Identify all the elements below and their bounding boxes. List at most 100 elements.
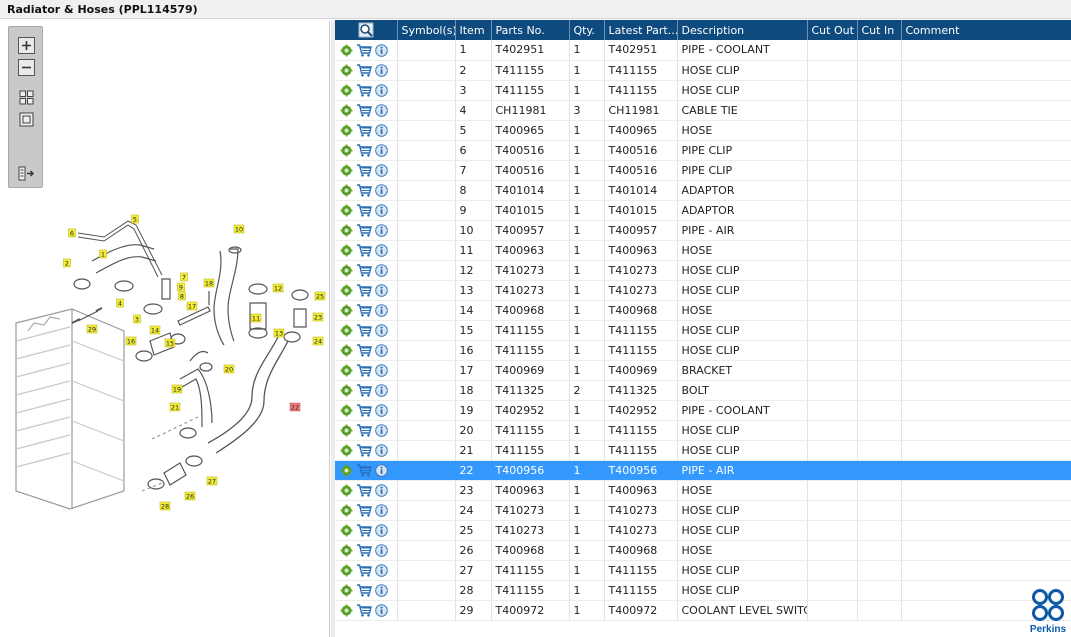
cart-icon[interactable] xyxy=(356,544,372,557)
info-icon[interactable] xyxy=(375,563,388,577)
info-icon[interactable] xyxy=(375,223,388,237)
info-icon[interactable] xyxy=(375,423,388,437)
callout-22[interactable]: 22 xyxy=(289,402,301,412)
details-icon[interactable] xyxy=(340,564,353,577)
details-icon[interactable] xyxy=(340,364,353,377)
info-icon[interactable] xyxy=(375,323,388,337)
details-icon[interactable] xyxy=(340,484,353,497)
details-icon[interactable] xyxy=(340,404,353,417)
callout-27[interactable]: 27 xyxy=(206,476,218,486)
details-icon[interactable] xyxy=(340,144,353,157)
callout-16[interactable]: 16 xyxy=(125,336,137,346)
callout-15[interactable]: 15 xyxy=(164,338,176,348)
cart-icon[interactable] xyxy=(356,284,372,297)
callout-26[interactable]: 26 xyxy=(184,491,196,501)
column-symbols[interactable]: Symbol(s) xyxy=(397,20,456,40)
callout-3[interactable]: 3 xyxy=(133,314,141,324)
callout-18[interactable]: 18 xyxy=(203,278,215,288)
column-qty[interactable]: Qty. xyxy=(569,20,605,40)
info-icon[interactable] xyxy=(375,443,388,457)
column-cut-out[interactable]: Cut Out xyxy=(807,20,858,40)
info-icon[interactable] xyxy=(375,143,388,157)
callout-7[interactable]: 7 xyxy=(180,272,188,282)
callout-24[interactable]: 24 xyxy=(312,336,324,346)
panel-splitter[interactable] xyxy=(331,21,335,637)
callout-28[interactable]: 28 xyxy=(159,501,171,511)
info-icon[interactable] xyxy=(375,523,388,537)
cart-icon[interactable] xyxy=(356,604,372,617)
callout-6[interactable]: 6 xyxy=(68,228,76,238)
cart-icon[interactable] xyxy=(356,464,372,477)
cart-icon[interactable] xyxy=(356,364,372,377)
details-icon[interactable] xyxy=(340,264,353,277)
info-icon[interactable] xyxy=(375,83,388,97)
cart-icon[interactable] xyxy=(356,264,372,277)
info-icon[interactable] xyxy=(375,123,388,137)
cart-icon[interactable] xyxy=(356,84,372,97)
cart-icon[interactable] xyxy=(356,524,372,537)
info-icon[interactable] xyxy=(375,303,388,317)
details-icon[interactable] xyxy=(340,384,353,397)
cart-icon[interactable] xyxy=(356,404,372,417)
info-icon[interactable] xyxy=(375,103,388,117)
toggle-panel-button[interactable] xyxy=(17,164,36,183)
info-icon[interactable] xyxy=(375,483,388,497)
details-icon[interactable] xyxy=(340,84,353,97)
column-cut-in[interactable]: Cut In xyxy=(857,20,902,40)
cart-icon[interactable] xyxy=(356,504,372,517)
details-icon[interactable] xyxy=(340,304,353,317)
cart-icon[interactable] xyxy=(356,244,372,257)
details-icon[interactable] xyxy=(340,204,353,217)
info-icon[interactable] xyxy=(375,43,388,57)
column-description[interactable]: Description xyxy=(677,20,808,40)
zoom-in-button[interactable] xyxy=(17,36,36,55)
callout-4[interactable]: 4 xyxy=(116,298,124,308)
fit-window-button[interactable] xyxy=(17,110,36,129)
cart-icon[interactable] xyxy=(356,124,372,137)
callout-29[interactable]: 29 xyxy=(86,324,98,334)
details-icon[interactable] xyxy=(340,284,353,297)
info-icon[interactable] xyxy=(375,463,388,477)
callout-21[interactable]: 21 xyxy=(169,402,181,412)
cart-icon[interactable] xyxy=(356,164,372,177)
column-parts-no[interactable]: Parts No. xyxy=(491,20,570,40)
details-icon[interactable] xyxy=(340,424,353,437)
callout-5[interactable]: 5 xyxy=(131,214,139,224)
details-icon[interactable] xyxy=(340,164,353,177)
info-icon[interactable] xyxy=(375,503,388,517)
cart-icon[interactable] xyxy=(356,184,372,197)
details-icon[interactable] xyxy=(340,104,353,117)
cart-icon[interactable] xyxy=(356,384,372,397)
callout-13[interactable]: 13 xyxy=(273,328,285,338)
info-icon[interactable] xyxy=(375,243,388,257)
zoom-out-button[interactable] xyxy=(17,58,36,77)
info-icon[interactable] xyxy=(375,603,388,617)
details-icon[interactable] xyxy=(340,244,353,257)
cart-icon[interactable] xyxy=(356,64,372,77)
cart-icon[interactable] xyxy=(356,444,372,457)
info-icon[interactable] xyxy=(375,363,388,377)
details-icon[interactable] xyxy=(340,64,353,77)
cart-icon[interactable] xyxy=(356,344,372,357)
callout-14[interactable]: 14 xyxy=(149,325,161,335)
details-icon[interactable] xyxy=(340,444,353,457)
info-icon[interactable] xyxy=(375,283,388,297)
callout-2[interactable]: 2 xyxy=(63,258,71,268)
